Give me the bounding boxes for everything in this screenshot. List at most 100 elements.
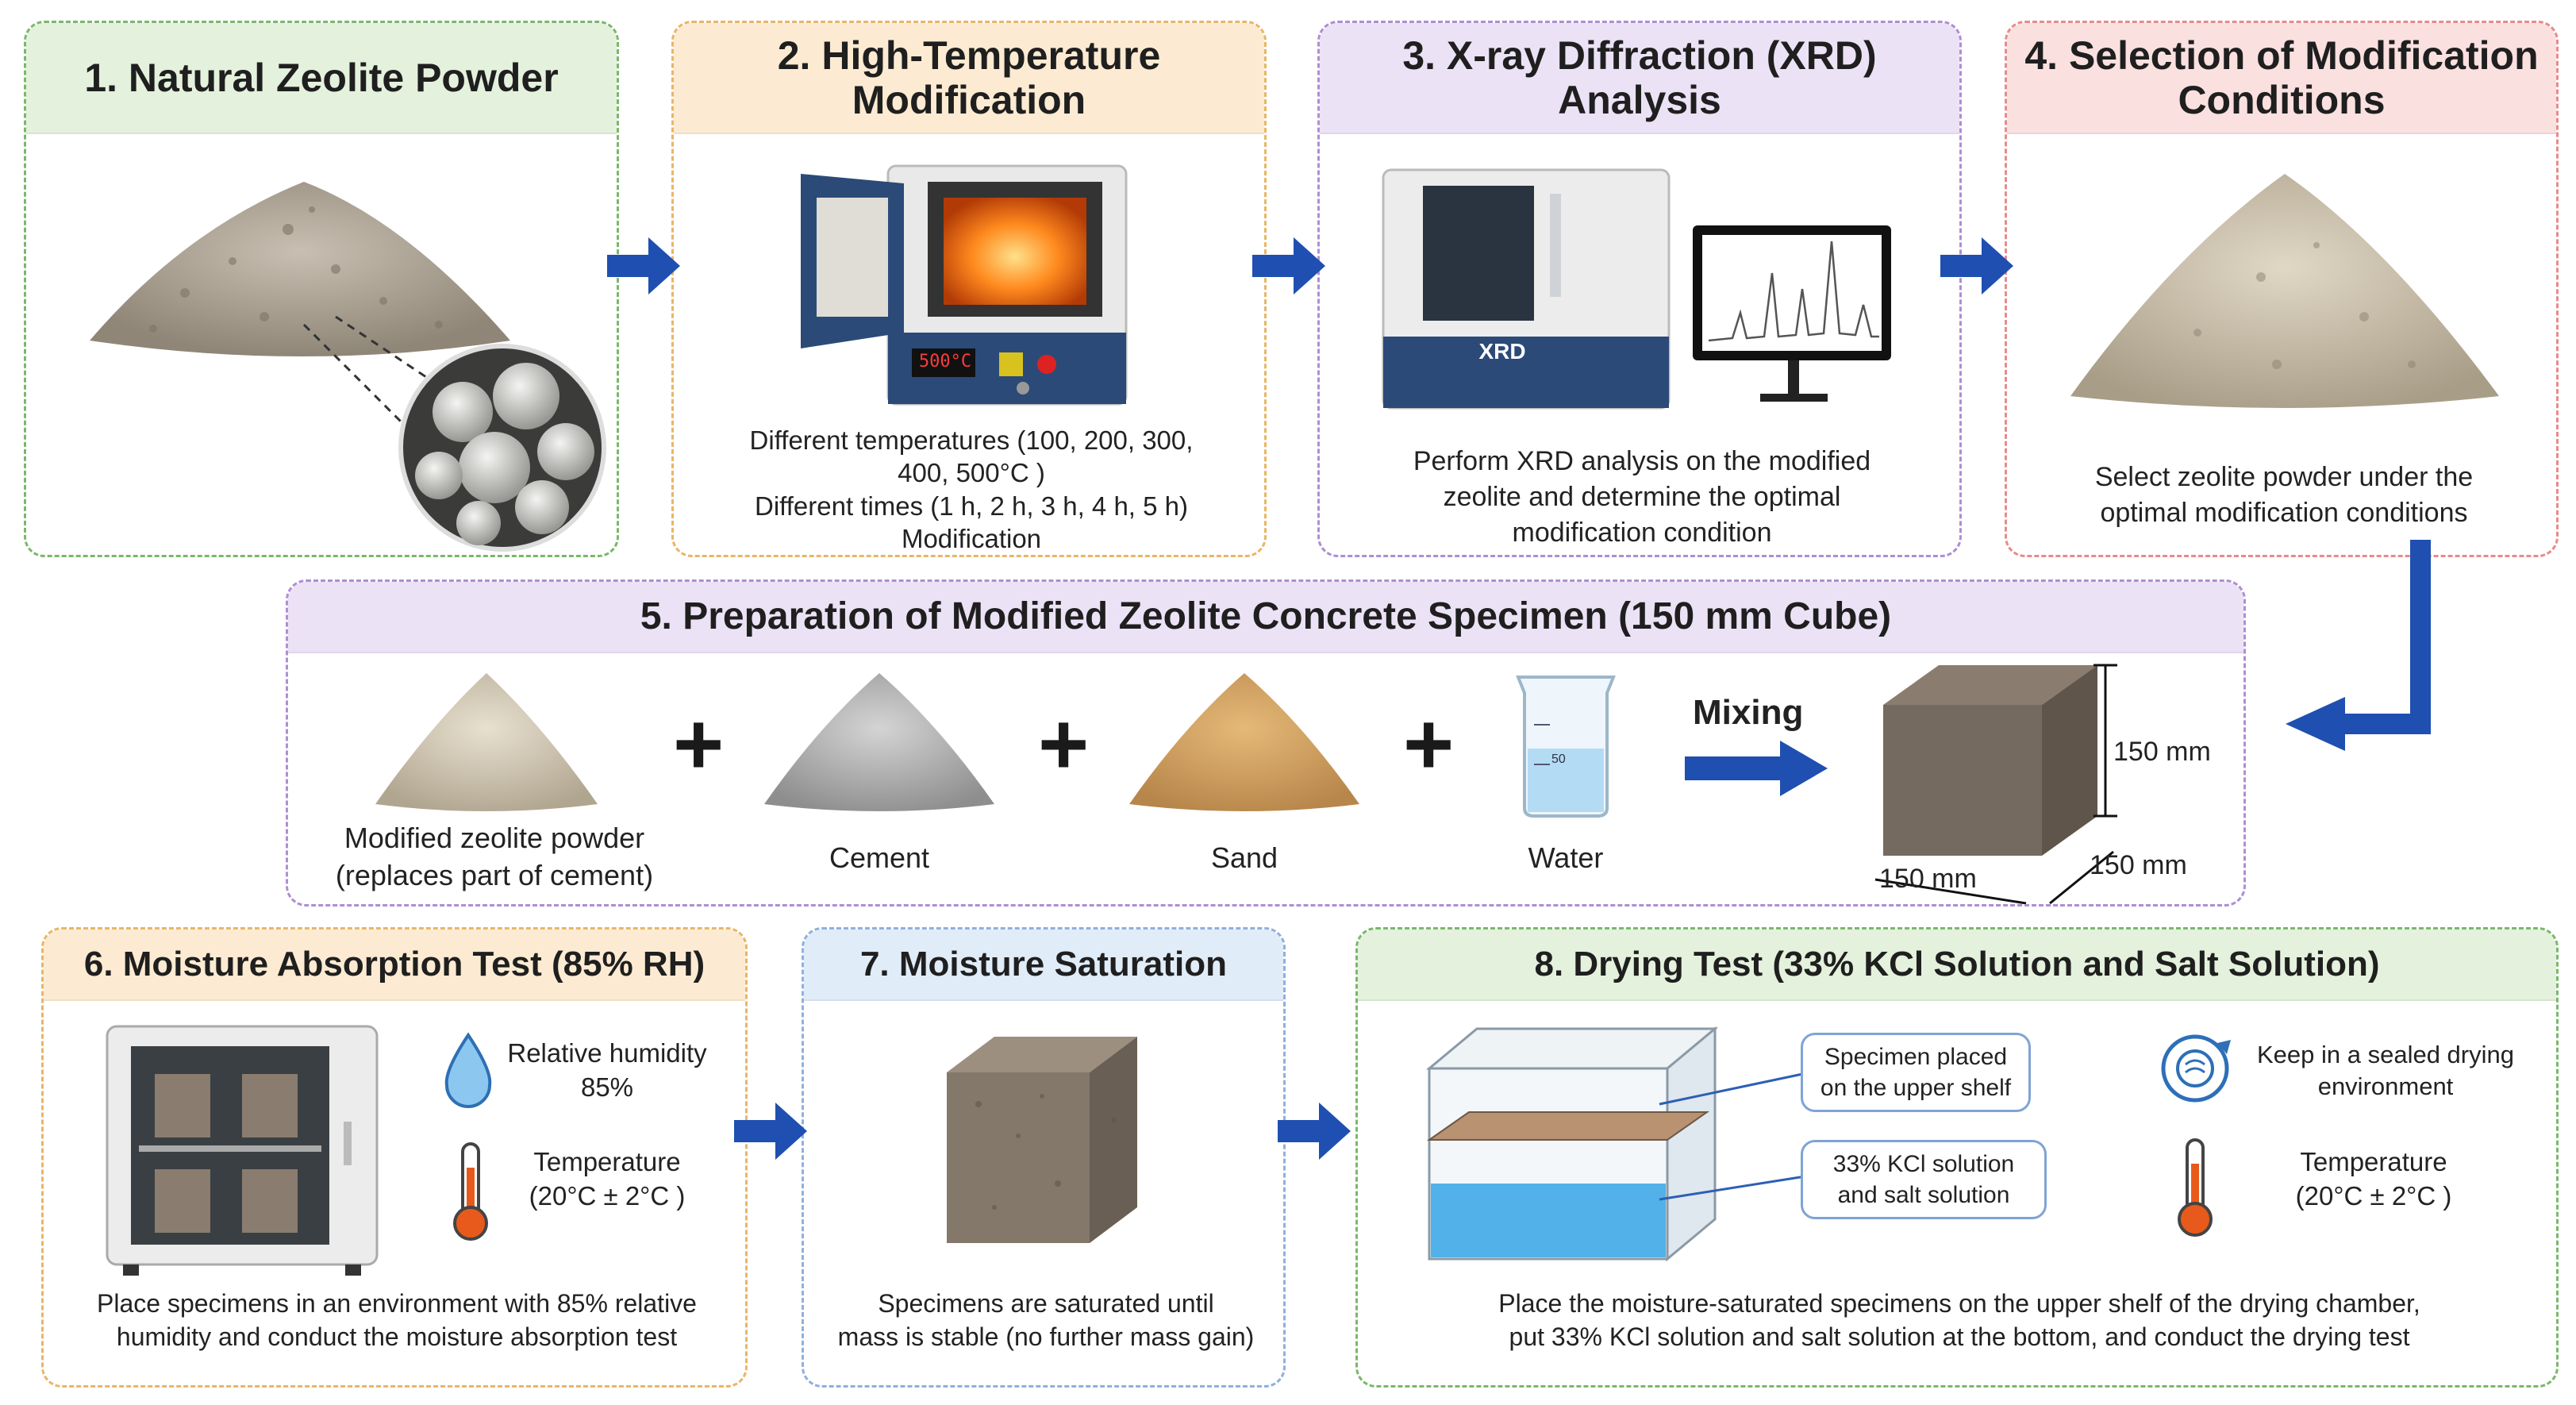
step8-panel: 8. Drying Test (33% KCl Solution and Sal… [1355, 927, 2559, 1388]
arrow-right-icon [734, 1103, 807, 1160]
step7-desc-line2: mass is stable (no further mass gain) [837, 1322, 1255, 1352]
step8-desc-line2: put 33% KCl solution and salt solution a… [1509, 1322, 2410, 1352]
thermometer-icon [453, 1142, 488, 1241]
oven-temperature-display: 500°C [918, 352, 972, 371]
step4-desc-line1: Select zeolite powder under the [2094, 462, 2474, 492]
step8-temp-line1: Temperature [2300, 1147, 2447, 1176]
step3-header: 3. X-ray Diffraction (XRD) Analysis [1320, 23, 1959, 134]
rh-line1: Relative humidity [507, 1038, 707, 1068]
humidity-chamber-image [106, 1025, 379, 1276]
step8-header: 8. Drying Test (33% KCl Solution and Sal… [1358, 930, 2556, 1001]
temp-line2: (20°C ± 2°C ) [529, 1180, 686, 1211]
temp-line1: Temperature [533, 1147, 681, 1176]
step7-desc-line1: Specimens are saturated until [878, 1289, 1214, 1318]
step8-temp-line2: (20°C ± 2°C ) [2295, 1180, 2452, 1211]
drying-chamber-image [1425, 1026, 1719, 1262]
dimension-height-label: 150 mm [2113, 737, 2211, 767]
step3-desc-line2: zeolite and determine the optimal [1443, 481, 1841, 512]
ingredient-zeolite-line1: Modified zeolite powder [344, 822, 645, 854]
ingredient-label-cement: Cement [829, 841, 930, 874]
step8-temperature-label: Temperature (20°C ± 2°C ) [2239, 1145, 2509, 1214]
step8-desc-line1: Place the moisture-saturated specimens o… [1498, 1289, 2420, 1318]
step6-title: 6. Moisture Absorption Test (85% RH) [83, 945, 706, 984]
saturated-cube-image [947, 1037, 1137, 1243]
mixing-label: Mixing [1693, 693, 1804, 732]
cement-image [764, 673, 994, 811]
concrete-cube-image [1883, 665, 2097, 856]
plus-sign: + [1403, 695, 1455, 793]
water-drop-icon [444, 1032, 492, 1108]
callout-connector-lines [1659, 1071, 1811, 1201]
step5-panel: 5. Preparation of Modified Zeolite Concr… [286, 579, 2246, 907]
muffle-furnace-image [801, 164, 1128, 406]
step3-title-line1: 3. X-ray Diffraction (XRD) [1402, 33, 1877, 78]
sealed-drying-icon [2161, 1034, 2231, 1103]
step7-header: 7. Moisture Saturation [804, 930, 1283, 1001]
callout-kcl-solution: 33% KCl solution and salt solution [1801, 1140, 2047, 1219]
sand-image [1129, 673, 1359, 811]
step4-header: 4. Selection of Modification Conditions [2007, 23, 2556, 134]
arrow-right-icon [607, 237, 680, 294]
callout1-line1: Specimen placed [1824, 1044, 2008, 1070]
temperature-label: Temperature (20°C ± 2°C ) [488, 1145, 726, 1214]
callout2-line2: and salt solution [1837, 1182, 2010, 1208]
callout-upper-shelf: Specimen placed on the upper shelf [1801, 1033, 2031, 1112]
step2-desc-line3: Different times (1 h, 2 h, 3 h, 4 h, 5 h… [755, 491, 1188, 521]
step2-desc-line2: 400, 500°C ) [898, 458, 1045, 488]
selected-zeolite-pile-image [2070, 174, 2499, 408]
step7-panel: 7. Moisture Saturation Specimens are sat… [802, 927, 1286, 1388]
water-beaker-image [1516, 676, 1616, 818]
arrow-right-icon [1940, 237, 2013, 294]
plus-sign: + [1038, 695, 1090, 793]
xrd-instrument-image [1382, 168, 1891, 410]
step2-title-line1: 2. High-Temperature [777, 33, 1161, 78]
step2-desc-line1: Different temperatures (100, 200, 300, [749, 425, 1194, 455]
ingredient-zeolite-line2: (replaces part of cement) [335, 858, 654, 891]
step6-panel: 6. Moisture Absorption Test (85% RH) Rel… [41, 927, 748, 1388]
sealed-line1: Keep in a sealed drying [2256, 1041, 2514, 1068]
mixing-arrow-icon [1685, 741, 1828, 796]
step1-header: 1. Natural Zeolite Powder [26, 23, 617, 134]
modified-zeolite-powder-image [375, 673, 598, 811]
step4-panel: 4. Selection of Modification Conditions … [2005, 21, 2559, 557]
step4-title-line2: Conditions [2178, 78, 2386, 122]
step4-title-line1: 4. Selection of Modification [2024, 33, 2539, 78]
rh-line2: 85% [580, 1072, 634, 1102]
step2-description: Different temperatures (100, 200, 300, 4… [682, 424, 1261, 555]
sealed-line2: environment [2317, 1072, 2454, 1101]
ingredient-label-sand: Sand [1210, 841, 1278, 874]
step7-title: 7. Moisture Saturation [859, 945, 1228, 984]
callout1-line2: on the upper shelf [1820, 1075, 2012, 1101]
callout2-line1: 33% KCl solution [1832, 1151, 2015, 1177]
arrow-right-icon [1278, 1103, 1351, 1160]
step3-panel: 3. X-ray Diffraction (XRD) Analysis XRD … [1317, 21, 1962, 557]
step8-description: Place the moisture-saturated specimens o… [1366, 1287, 2553, 1353]
step8-title: 8. Drying Test (33% KCl Solution and Sal… [1534, 945, 2380, 984]
dimension-depth-label: 150 mm [2090, 850, 2187, 880]
step5-header: 5. Preparation of Modified Zeolite Concr… [288, 582, 2243, 653]
step4-desc-line2: optimal modification conditions [2100, 497, 2468, 528]
ingredient-label-zeolite: Modified zeolite powder (replaces part o… [288, 820, 701, 895]
step2-header: 2. High-Temperature Modification [674, 23, 1264, 134]
elbow-arrow-down-left-icon [2286, 540, 2431, 751]
step4-description: Select zeolite powder under the optimal … [2015, 460, 2553, 531]
plus-sign: + [673, 695, 725, 793]
step1-panel: 1. Natural Zeolite Powder [24, 21, 619, 557]
arrow-right-icon [1252, 237, 1325, 294]
step7-description: Specimens are saturated until mass is st… [812, 1287, 1280, 1353]
sealed-environment-label: Keep in a sealed drying environment [2231, 1039, 2540, 1103]
step3-description: Perform XRD analysis on the modified zeo… [1328, 444, 1956, 551]
step1-title: 1. Natural Zeolite Powder [84, 56, 559, 100]
beaker-graduation-label: 50 [1551, 753, 1566, 766]
step3-title-line2: Analysis [1558, 78, 1721, 122]
step2-desc-line4: Modification [901, 523, 1042, 553]
step2-title-line2: Modification [852, 78, 1086, 122]
step6-header: 6. Moisture Absorption Test (85% RH) [44, 930, 745, 1001]
dimension-width-label: 150 mm [1879, 864, 1977, 894]
step2-panel: 2. High-Temperature Modification 500°C D… [671, 21, 1267, 557]
xrd-machine-label: XRD [1478, 339, 1526, 364]
step3-desc-line1: Perform XRD analysis on the modified [1413, 446, 1871, 476]
thermometer-icon [2178, 1138, 2213, 1237]
natural-zeolite-pile-image [90, 182, 606, 552]
step6-desc-line2: humidity and conduct the moisture absorp… [116, 1322, 678, 1352]
